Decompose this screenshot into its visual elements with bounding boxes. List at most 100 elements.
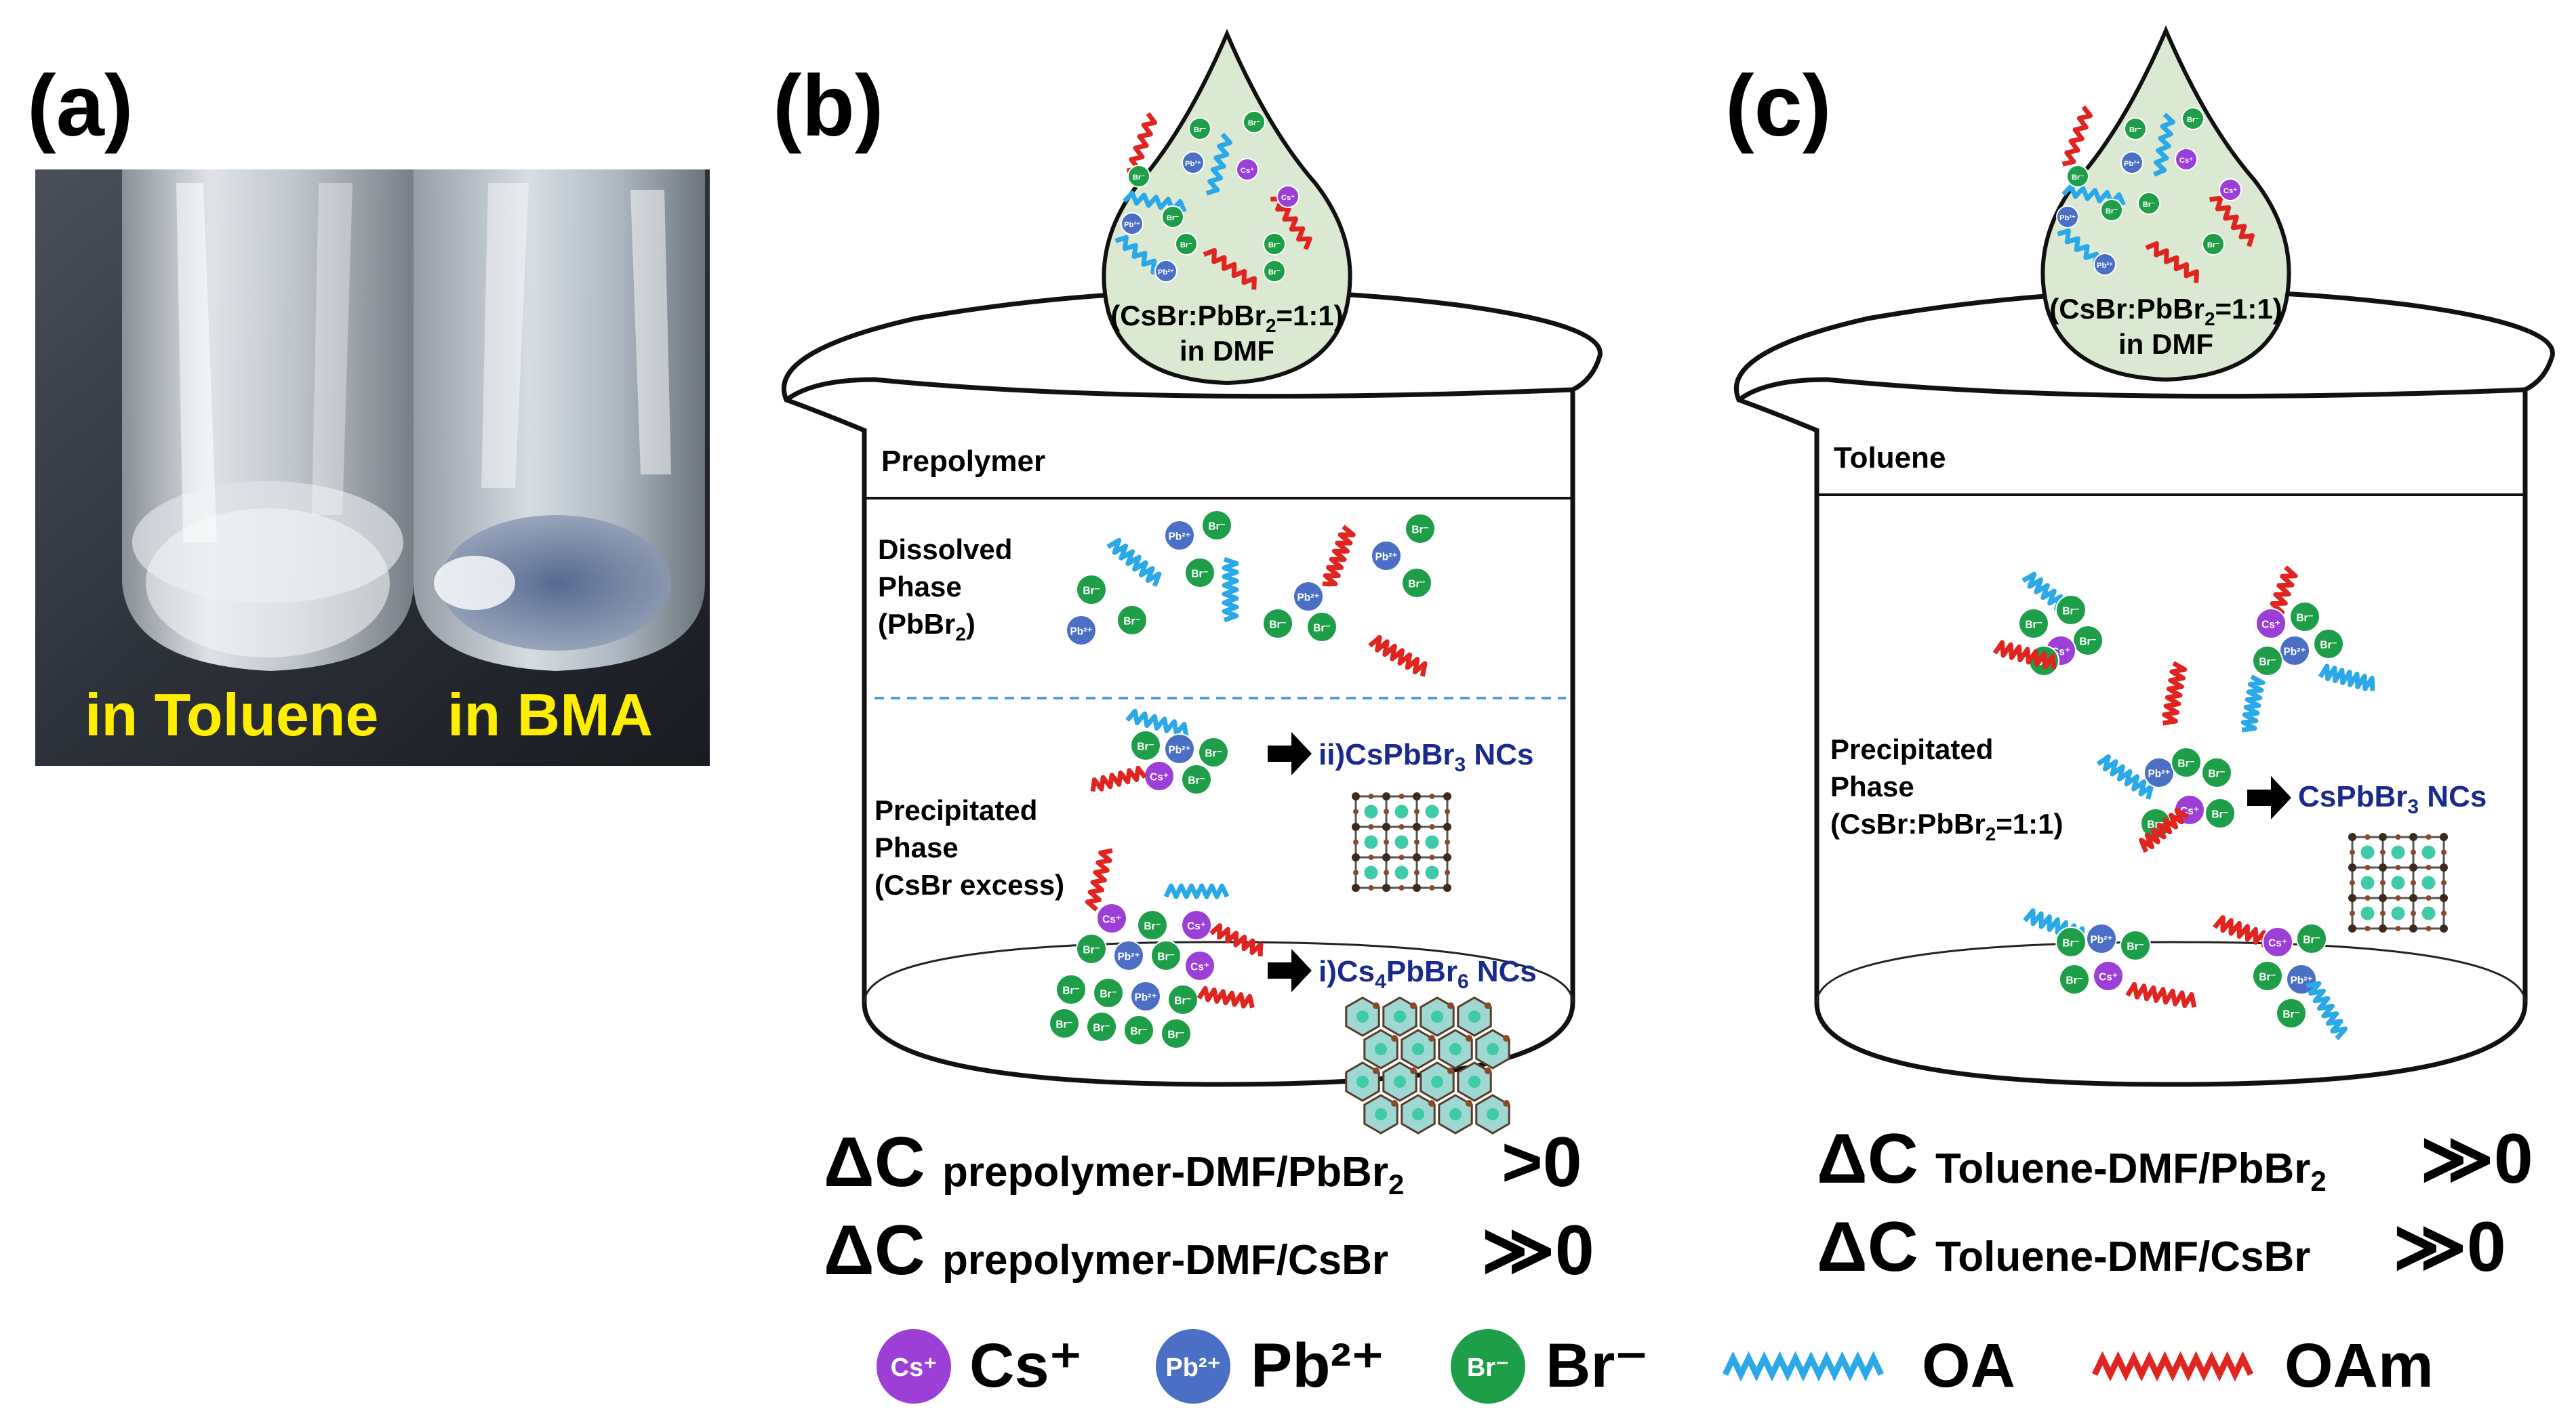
cs-ion: Cs⁺ [1144, 760, 1175, 792]
bma-caption: in BMA [447, 681, 653, 748]
pb-ion: Pb²⁺ [2086, 923, 2117, 954]
svg-text:Br⁻: Br⁻ [1083, 586, 1100, 597]
br-ion: Br⁻ [2120, 930, 2151, 961]
svg-text:Cs⁺: Cs⁺ [2268, 938, 2287, 950]
legend-oam-icon [2091, 1351, 2254, 1382]
svg-text:Cs⁺: Cs⁺ [1187, 921, 1206, 933]
solvent-label-prepolymer: Prepolymer [881, 445, 1045, 478]
oa-ligand [1125, 708, 1189, 737]
br-ion: Br⁻ [1243, 110, 1266, 134]
solvent-label-toluene: Toluene [1834, 441, 1946, 474]
br-ion: Br⁻ [2252, 645, 2283, 676]
oa-ligand [1222, 556, 1239, 623]
br-ion: Br⁻ [1137, 910, 1168, 941]
legend: Cs⁺ Cs⁺ Pb²⁺ Pb²⁺ Br⁻ Br⁻ OA OAm [877, 1329, 2434, 1404]
pb-ion: Pb²⁺ [1130, 981, 1161, 1012]
svg-text:≫0: ≫0 [2420, 1120, 2533, 1198]
svg-text:Cs⁺: Cs⁺ [2179, 157, 2193, 165]
br-ion: Br⁻ [2181, 107, 2205, 130]
cs4pbbr6-structure [1345, 996, 1510, 1135]
svg-text:Br⁻: Br⁻ [1191, 569, 1208, 580]
br-ion: Br⁻ [2289, 601, 2320, 632]
svg-text:Pb²⁺: Pb²⁺ [1169, 531, 1191, 543]
svg-text:Br⁻: Br⁻ [2187, 116, 2199, 124]
br-ion: Br⁻ [1306, 611, 1337, 643]
svg-text:Br⁻: Br⁻ [1137, 741, 1154, 753]
svg-text:Pb²⁺: Pb²⁺ [2097, 262, 2113, 270]
br-ion: Br⁻ [2202, 232, 2225, 256]
bma-vial [414, 169, 705, 671]
svg-text:Toluene-DMF/PbBr2: Toluene-DMF/PbBr2 [1935, 1145, 2327, 1197]
panel-a: (a) in Toluene in BMA [27, 58, 710, 766]
svg-text:Pb²⁺: Pb²⁺ [2148, 769, 2171, 780]
br-ion: Br⁻ [1123, 1015, 1154, 1046]
pb-ion: Pb²⁺ [1293, 581, 1324, 612]
arrow-to-cspbbr3 [1268, 732, 1312, 775]
pb-ion: Pb²⁺ [2093, 253, 2116, 276]
br-ion: Br⁻ [1055, 974, 1087, 1005]
br-ion: Br⁻ [2100, 199, 2123, 222]
cs-ion: Cs⁺ [2175, 148, 2198, 171]
oam-ligand [1270, 196, 1312, 251]
br-ion: Br⁻ [1161, 205, 1184, 228]
svg-text:>0: >0 [1502, 1123, 1582, 1202]
product-cspbbr3-c: CsPbBr3 NCs [2298, 780, 2487, 818]
svg-text:Pb²⁺: Pb²⁺ [2124, 160, 2140, 168]
svg-text:OAm: OAm [2285, 1331, 2434, 1400]
svg-text:Br⁻: Br⁻ [1408, 579, 1425, 590]
cspbbr3-lattice-b [1352, 792, 1451, 892]
svg-text:Br⁻: Br⁻ [1313, 623, 1330, 634]
br-ion: Br⁻ [2137, 192, 2160, 215]
droplet-c-line2: in DMF [2118, 328, 2213, 360]
svg-text:Br⁻: Br⁻ [1546, 1331, 1648, 1400]
droplet-c: Br⁻Br⁻Pb²⁺Cs⁺Br⁻Cs⁺Br⁻Pb²⁺Br⁻Br⁻Pb²⁺ (Cs… [2040, 25, 2291, 382]
oa-ligand [1106, 537, 1162, 587]
br-ion: Br⁻ [1263, 260, 1286, 283]
br-ion: Br⁻ [2171, 747, 2202, 778]
svg-text:Br⁻: Br⁻ [1180, 241, 1192, 249]
svg-text:Br⁻: Br⁻ [1194, 126, 1206, 134]
svg-text:Pb²⁺: Pb²⁺ [2284, 647, 2306, 658]
svg-text:Br⁻: Br⁻ [1083, 945, 1100, 956]
svg-text:Toluene-DMF/CsBr: Toluene-DMF/CsBr [1935, 1234, 2310, 1280]
svg-text:ΔC: ΔC [1817, 1208, 1918, 1286]
legend-br: Br⁻ Br⁻ [1451, 1329, 1648, 1404]
svg-text:ΔC: ΔC [1817, 1120, 1918, 1198]
svg-text:Pb²⁺: Pb²⁺ [1158, 268, 1174, 277]
svg-text:Br⁻: Br⁻ [2282, 1009, 2299, 1021]
svg-text:Br⁻: Br⁻ [1100, 989, 1116, 1000]
svg-text:Dissolved: Dissolved [878, 533, 1012, 565]
oam-ligand [1126, 112, 1157, 174]
svg-text:ΔC: ΔC [824, 1211, 925, 1290]
br-ion: Br⁻ [2059, 964, 2090, 995]
equation-c-2: ΔC Toluene-DMF/CsBr ≫0 [1817, 1208, 2506, 1286]
svg-text:Br⁻: Br⁻ [1467, 1353, 1509, 1382]
svg-text:Pb²⁺: Pb²⁺ [1118, 952, 1140, 963]
pb-ion: Pb²⁺ [1066, 615, 1097, 646]
legend-cs-icon [877, 1329, 951, 1404]
svg-text:Cs⁺: Cs⁺ [1241, 167, 1254, 175]
svg-text:≫0: ≫0 [2393, 1208, 2506, 1286]
svg-text:Phase: Phase [874, 832, 959, 863]
svg-text:Br⁻: Br⁻ [1248, 119, 1260, 127]
svg-text:Br⁻: Br⁻ [1188, 775, 1205, 787]
br-ion: Br⁻ [2201, 757, 2232, 788]
svg-text:Precipitated: Precipitated [1830, 733, 1993, 765]
svg-text:Br⁻: Br⁻ [1268, 268, 1281, 277]
oam-ligand [1090, 765, 1148, 792]
svg-text:Br⁻: Br⁻ [1411, 525, 1428, 536]
br-ion: Br⁻ [1184, 557, 1215, 588]
svg-text:Pb²⁺: Pb²⁺ [1124, 221, 1140, 229]
br-ion: Br⁻ [2313, 628, 2344, 659]
svg-text:Br⁻: Br⁻ [2303, 935, 2320, 946]
br-ion: Br⁻ [2018, 608, 2049, 639]
legend-oam: OAm [2091, 1331, 2434, 1400]
droplet-c-line1: (CsBr:PbBr2=1:1) [2049, 293, 2282, 329]
svg-text:Br⁻: Br⁻ [2127, 941, 2144, 953]
pb-ion: Pb²⁺ [1164, 733, 1195, 765]
legend-br-icon [1451, 1329, 1525, 1404]
cs-ion: Cs⁺ [2255, 608, 2287, 639]
legend-oa-icon [1722, 1351, 1885, 1382]
pb-ion: Pb²⁺ [1182, 151, 1205, 174]
br-ion: Br⁻ [1401, 567, 1432, 598]
